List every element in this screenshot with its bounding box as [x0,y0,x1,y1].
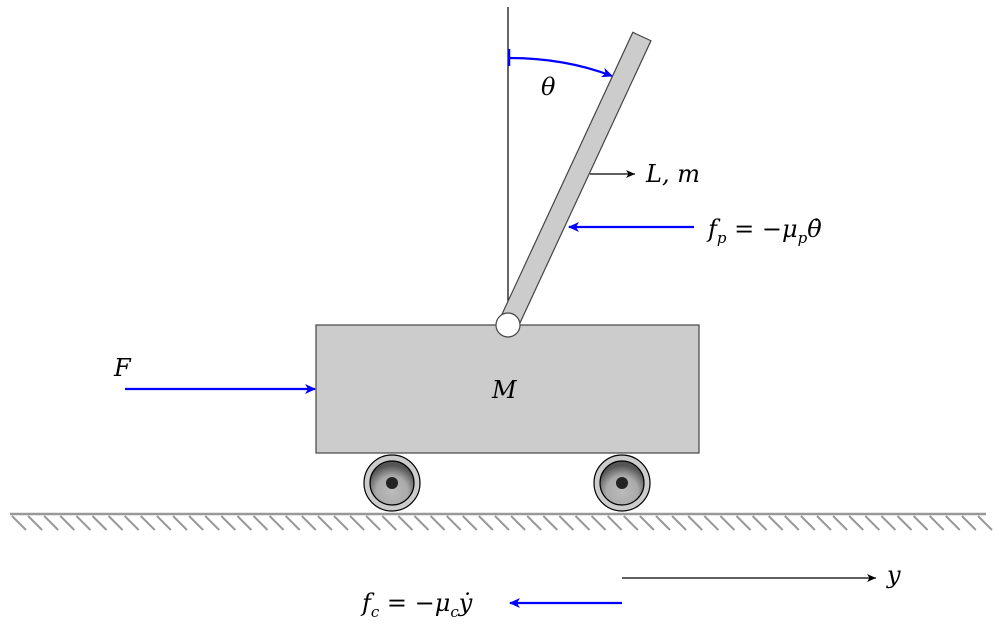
ground-hatch [445,515,462,531]
ground-hatch [977,515,993,531]
ground-hatch [91,515,108,531]
theta-label: θ [541,73,556,101]
ground-hatch [719,515,736,531]
ground-hatch [574,515,591,531]
theta-arc [508,56,613,78]
ground-hatch [317,515,333,531]
ground-hatch [301,515,317,531]
ground-hatch [172,515,188,531]
ground-hatch [864,515,881,531]
cart-friction-label: fc = −μcẏ [360,589,473,621]
ground-hatch [284,515,301,531]
ground-hatch [59,515,76,531]
ground-hatch [188,515,204,531]
ground-hatch [623,515,639,531]
ground-hatch [912,515,929,531]
ground-hatch [816,515,832,531]
ground-hatch [252,515,269,531]
pole [498,31,652,331]
wheel-left [363,454,421,512]
ground-hatch [107,515,124,531]
ground-hatch [429,515,446,531]
ground-hatch [140,515,156,531]
ground-hatch [896,515,913,531]
ground-hatch [784,515,800,531]
ground-hatch [220,515,237,531]
ground-hatch [832,515,848,531]
ground-hatch [204,515,220,531]
ground-hatch [639,515,655,531]
ground-hatch [687,515,703,531]
ground-hatch [413,515,430,531]
ground-hatch [27,515,43,531]
ground [10,512,993,531]
ground-hatch [156,515,172,531]
ground-hatch [510,515,526,531]
ground-hatch [365,515,381,531]
ground-hatch [880,515,897,531]
ground-hatch [558,515,575,531]
ground-hatch [945,515,961,531]
pole-label: L, m [645,160,700,188]
ground-hatch [526,515,542,531]
force-label: F [113,354,132,382]
ground-hatch [703,515,720,531]
y-axis-label: y [886,561,901,589]
ground-hatch [928,515,945,531]
wheel-right [593,454,651,512]
ground-hatch [655,515,671,531]
ground-hatch [462,515,478,531]
ground-hatch [333,515,349,531]
ground-hatch [767,515,784,531]
pole-friction-label: fp = −μpθ̇ [706,215,822,247]
pivot-joint [495,312,521,338]
ground-hatch [606,515,623,531]
ground-hatch [75,515,92,531]
ground-hatch [268,515,285,531]
ground-hatch [800,515,816,531]
ground-hatch [735,515,752,531]
ground-hatch [123,515,140,531]
ground-hatch [671,515,687,531]
ground-hatch [848,515,864,531]
ground-hatch [349,515,365,531]
ground-hatch [381,515,398,531]
cart-body [315,324,700,454]
ground-hatch [751,515,768,531]
ground-hatch [236,515,253,531]
ground-hatch [478,515,494,531]
ground-hatch [590,515,607,531]
ground-hatch [397,515,414,531]
ground-hatch [961,515,977,531]
ground-hatch [494,515,510,531]
ground-hatch [11,515,27,531]
ground-hatch [43,515,59,531]
cart-mass-label: M [491,376,518,404]
ground-hatch [542,515,559,531]
